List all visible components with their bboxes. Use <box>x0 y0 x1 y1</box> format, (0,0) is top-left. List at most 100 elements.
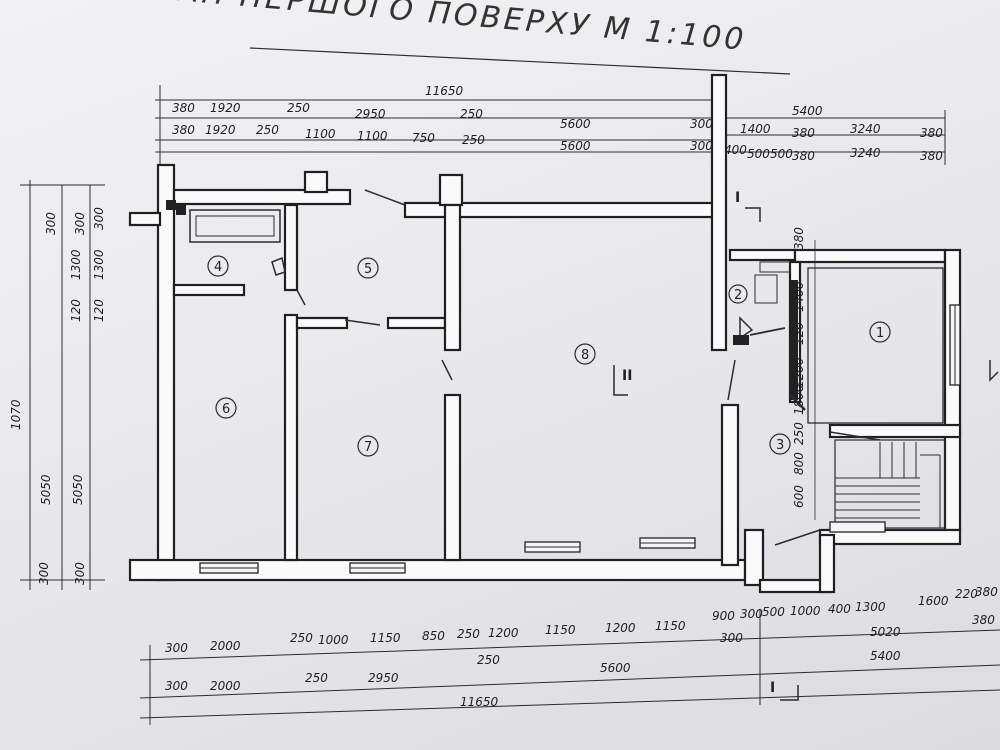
dim-bot-r1-16: 1300 <box>855 600 886 614</box>
dim-inner-1: 1400 <box>792 281 806 312</box>
dim-top-r2-4: 1100 <box>357 129 388 143</box>
dim-bot-r1-12: 300 <box>740 607 763 621</box>
dim-inner-5: 250 <box>792 422 806 445</box>
dim-top-r1-4: 250 <box>460 107 483 121</box>
dim-top-300-a: 300 <box>690 117 713 131</box>
dim-inner-4: 1800 <box>792 384 806 415</box>
dim-bot-r1-11: 900 <box>712 609 735 623</box>
dim-left-c1-2: 300 <box>44 212 58 235</box>
plan-title: ПЛАН ПЕРШОГО ПОВЕРХУ М 1:100 <box>126 0 748 58</box>
walls <box>128 73 962 594</box>
room-label-5: 5 <box>364 262 372 277</box>
room-label-6: 6 <box>222 402 230 417</box>
dim-bot-r2-8: 380 <box>972 613 995 627</box>
dim-bot-r1-8: 1150 <box>545 623 576 637</box>
dim-bot-r2-7: 5020 <box>870 625 901 639</box>
windows <box>199 304 961 574</box>
room-label-7: 7 <box>364 440 372 455</box>
dim-top-r1-2: 250 <box>287 101 310 115</box>
dim-top-rr1-2: 3240 <box>850 122 881 136</box>
dim-top-r2-2: 250 <box>256 123 279 137</box>
dim-top-r2-6: 250 <box>462 133 485 147</box>
dim-bot-r1-10: 1150 <box>655 619 686 633</box>
dim-top-rr2-5: 380 <box>920 149 943 163</box>
dim-bot-r2-0: 300 <box>165 679 188 693</box>
dim-bot-r1-0: 300 <box>165 641 188 655</box>
dim-bot-r1-17: 1600 <box>918 594 949 608</box>
dim-bot-r1-14: 1000 <box>790 604 821 618</box>
dim-bot-r2-5: 5600 <box>600 661 631 675</box>
dim-bot-r1-18: 220 <box>955 587 978 601</box>
bottom-dimensions: 300 2000 250 1000 1150 850 250 1200 1150… <box>139 585 1000 725</box>
dim-left-c2-3: 5050 <box>71 474 85 505</box>
room-labels: 1 2 3 4 5 6 7 8 <box>207 255 891 457</box>
dim-top-rr1-1: 380 <box>792 126 815 140</box>
dim-bot-overall: 11650 <box>460 695 499 709</box>
dim-left-c3-0: 300 <box>92 207 106 230</box>
dim-top-300-b: 300 <box>690 139 713 153</box>
dim-top-r2-0: 380 <box>172 123 195 137</box>
dim-top-rr1-0: 1400 <box>740 122 771 136</box>
dim-bot-r1-9: 1200 <box>605 621 636 635</box>
dim-left-c3-2: 120 <box>92 299 106 322</box>
dim-bot-r2-4: 250 <box>477 653 500 667</box>
dim-bot-r1-7: 1200 <box>488 626 519 640</box>
dim-bot-r1-4: 1150 <box>370 631 401 645</box>
left-dimensions: 1070 300 5050 300 300 1300 120 5050 300 … <box>9 180 106 590</box>
room-label-8: 8 <box>581 348 589 363</box>
dim-left-c2-0: 300 <box>73 562 87 585</box>
room-label-3: 3 <box>776 438 784 453</box>
dim-top-r2-3: 1100 <box>305 127 336 141</box>
dim-left-c2-4: 300 <box>73 212 87 235</box>
dim-bot-r1-6: 250 <box>457 627 480 641</box>
dim-top-rr2-0: 400 <box>724 143 747 157</box>
dim-inner-3: 1200 <box>792 357 806 388</box>
dim-left-c2-1: 1300 <box>69 249 83 280</box>
room-label-1: 1 <box>876 326 884 341</box>
room-label-2: 2 <box>734 288 742 303</box>
dim-inner-2: 120 <box>792 322 806 345</box>
dim-bot-5400: 5400 <box>870 649 901 663</box>
dim-bot-r2-6: 300 <box>720 631 743 645</box>
dim-left-c2-2: 120 <box>69 299 83 322</box>
dim-top-r1-3: 2950 <box>355 107 386 121</box>
dim-bot-r1-2: 250 <box>290 631 313 645</box>
section-marks: I II I <box>613 190 999 701</box>
dim-bot-r1-13: 500 <box>762 605 785 619</box>
dim-top-5400: 5400 <box>792 104 823 118</box>
dim-top-rr2-4: 3240 <box>850 146 881 160</box>
dim-top-r2-5: 750 <box>412 131 435 145</box>
wall-details <box>166 189 946 546</box>
title-underline <box>249 47 791 75</box>
dim-top-5600-b: 5600 <box>560 139 591 153</box>
dim-bot-r2-2: 250 <box>305 671 328 685</box>
dim-left-c1-0: 300 <box>37 562 51 585</box>
dim-top-rr2-2: 500 <box>770 147 793 161</box>
dim-top-r2-1: 1920 <box>205 123 236 137</box>
inner-dimensions: 380 1400 120 1200 1800 250 800 600 <box>792 227 816 520</box>
room-label-4: 4 <box>214 260 222 275</box>
dim-left-overall: 1070 <box>9 399 23 430</box>
dim-top-r1-1: 1920 <box>210 101 241 115</box>
dim-inner-7: 600 <box>792 485 806 508</box>
section-mark-i-bottom: I <box>770 680 775 696</box>
dim-inner-0: 380 <box>792 227 806 250</box>
dim-top-rr1-3: 380 <box>920 126 943 140</box>
dim-bot-r2-1: 2000 <box>210 679 241 693</box>
top-dimensions: 11650 380 1920 250 2950 250 380 1920 250… <box>155 80 946 165</box>
dim-left-c1-1: 5050 <box>39 474 53 505</box>
section-mark-ii: II <box>622 368 632 384</box>
dim-inner-6: 800 <box>792 452 806 475</box>
dim-top-5600-a: 5600 <box>560 117 591 131</box>
section-mark-i-top: I <box>735 190 740 206</box>
dim-bot-r1-3: 1000 <box>318 633 349 647</box>
dim-left-c3-1: 1300 <box>92 249 106 280</box>
dim-bot-r1-5: 850 <box>422 629 445 643</box>
dim-overall-top: 11650 <box>425 84 464 98</box>
dim-bot-r2-3: 2950 <box>368 671 399 685</box>
dim-bot-r1-19: 380 <box>975 585 998 599</box>
dim-top-rr2-1: 500 <box>747 147 770 161</box>
dim-top-r1-0: 380 <box>172 101 195 115</box>
dim-bot-r1-1: 2000 <box>210 639 241 653</box>
